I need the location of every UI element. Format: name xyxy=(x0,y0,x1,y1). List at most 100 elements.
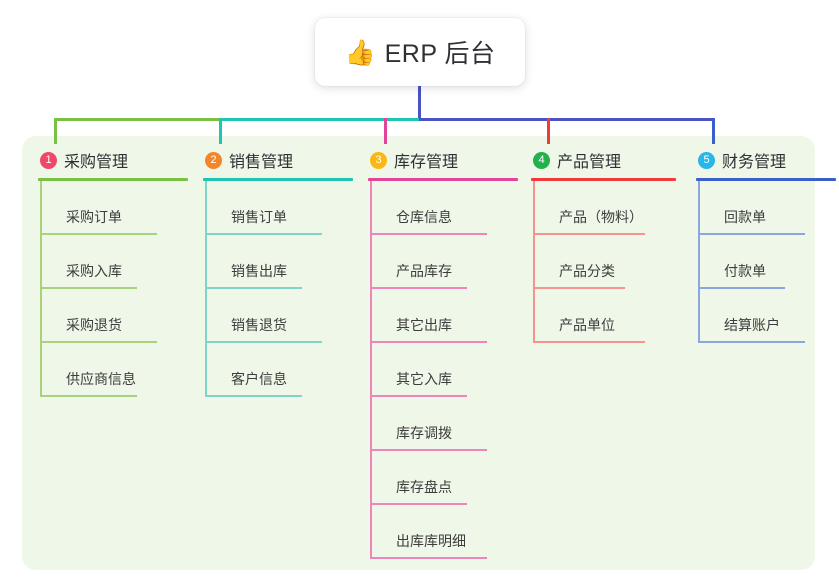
branch-header-5[interactable]: 5 财务管理 xyxy=(696,148,839,172)
branch-column-5: 5 财务管理回款单付款单结算账户 xyxy=(696,148,839,343)
branch-item-label: 其它出库 xyxy=(396,317,452,333)
branch-header-rule xyxy=(368,178,518,181)
branch-item[interactable]: 销售出库 xyxy=(205,235,363,289)
branch-item-rule xyxy=(535,233,645,235)
branch-title: 财务管理 xyxy=(722,154,787,171)
branch-item[interactable]: 客户信息 xyxy=(205,343,363,397)
branch-item-rule xyxy=(535,287,625,289)
branch-item-label: 库存调拨 xyxy=(396,425,452,441)
branch-item-rule xyxy=(535,341,645,343)
branch-item[interactable]: 库存盘点 xyxy=(370,451,528,505)
branch-items-3: 仓库信息产品库存其它出库其它入库库存调拨库存盘点出库库明细 xyxy=(368,181,528,559)
branch-header-1[interactable]: 1 采购管理 xyxy=(38,148,198,172)
root-node-card[interactable]: 👍 ERP 后台 xyxy=(315,18,525,86)
branch-drop-line-4 xyxy=(547,118,550,144)
branch-item[interactable]: 产品单位 xyxy=(533,289,686,343)
branch-items-1: 采购订单采购入库采购退货供应商信息 xyxy=(38,181,198,397)
branch-column-4: 4 产品管理产品（物料） 产品分类产品单位 xyxy=(531,148,686,343)
branch-item-label: 采购订单 xyxy=(66,209,122,225)
branch-drop-line-3 xyxy=(384,118,387,144)
branch-item-label: 付款单 xyxy=(724,263,766,279)
bus-segment-left xyxy=(54,118,219,121)
branch-item-rule xyxy=(207,395,302,397)
branch-header-rule xyxy=(38,178,188,181)
branch-item[interactable]: 其它入库 xyxy=(370,343,528,397)
branch-number-badge: 2 xyxy=(205,151,222,169)
branch-column-3: 3 库存管理仓库信息产品库存其它出库其它入库库存调拨库存盘点出库库明细 xyxy=(368,148,528,559)
branch-item-label: 产品库存 xyxy=(396,263,452,279)
branch-item-label: 采购退货 xyxy=(66,317,122,333)
branch-item-label: 回款单 xyxy=(724,209,766,225)
branch-header-rule xyxy=(203,178,353,181)
branch-item[interactable]: 销售退货 xyxy=(205,289,363,343)
branch-title: 库存管理 xyxy=(394,154,459,171)
branch-item[interactable]: 付款单 xyxy=(698,235,839,289)
branch-header-4[interactable]: 4 产品管理 xyxy=(531,148,686,172)
branch-item-rule xyxy=(42,395,137,397)
branch-item[interactable]: 采购订单 xyxy=(40,181,198,235)
branch-header-3[interactable]: 3 库存管理 xyxy=(368,148,528,172)
branch-spine xyxy=(533,181,535,343)
branch-item-label: 产品单位 xyxy=(559,317,615,333)
branch-spine xyxy=(698,181,700,343)
branch-header-rule xyxy=(531,178,676,181)
root-node-title: ERP 后台 xyxy=(384,40,496,68)
branch-item[interactable]: 销售订单 xyxy=(205,181,363,235)
branch-item[interactable]: 出库库明细 xyxy=(370,505,528,559)
branch-number-badge: 4 xyxy=(533,151,550,169)
branch-item-rule xyxy=(42,287,137,289)
branch-title: 采购管理 xyxy=(64,154,129,171)
branch-item-rule xyxy=(372,557,487,559)
branch-drop-line-1 xyxy=(54,118,57,144)
thumbs-up-icon: 👍 xyxy=(344,37,376,67)
branch-drop-line-5 xyxy=(712,118,715,144)
branch-header-rule xyxy=(696,178,836,181)
branch-item-rule xyxy=(372,287,467,289)
branch-item[interactable]: 产品（物料） xyxy=(533,181,686,235)
branch-item[interactable]: 库存调拨 xyxy=(370,397,528,451)
branch-item[interactable]: 仓库信息 xyxy=(370,181,528,235)
branch-item-rule xyxy=(700,233,805,235)
branch-item-label: 出库库明细 xyxy=(396,533,466,549)
branch-spine xyxy=(40,181,42,397)
branch-item-label: 采购入库 xyxy=(66,263,122,279)
branch-title: 销售管理 xyxy=(229,154,294,171)
branch-item-label: 客户信息 xyxy=(231,371,287,387)
bus-segment-right xyxy=(419,118,715,121)
branch-title: 产品管理 xyxy=(557,154,622,171)
branch-item[interactable]: 采购退货 xyxy=(40,289,198,343)
branch-item-label: 供应商信息 xyxy=(66,371,136,387)
branch-item-rule xyxy=(700,287,785,289)
branch-spine xyxy=(370,181,372,559)
branch-item[interactable]: 产品库存 xyxy=(370,235,528,289)
branch-number-badge: 1 xyxy=(40,151,57,169)
branch-item-label: 销售订单 xyxy=(231,209,287,225)
branch-spine xyxy=(205,181,207,397)
branch-item-label: 仓库信息 xyxy=(396,209,452,225)
branch-header-2[interactable]: 2 销售管理 xyxy=(203,148,363,172)
branch-number-badge: 5 xyxy=(698,151,715,169)
branch-item-label: 产品（物料） xyxy=(559,209,643,225)
branch-column-2: 2 销售管理销售订单销售出库销售退货客户信息 xyxy=(203,148,363,397)
branch-item-label: 结算账户 xyxy=(724,317,780,333)
branch-item-rule xyxy=(700,341,805,343)
branch-item-rule xyxy=(372,449,487,451)
branch-item-label: 其它入库 xyxy=(396,371,452,387)
branch-drop-line-2 xyxy=(219,118,222,144)
branch-items-5: 回款单付款单结算账户 xyxy=(696,181,839,343)
branches-panel xyxy=(22,136,815,570)
branch-items-4: 产品（物料） 产品分类产品单位 xyxy=(531,181,686,343)
branch-item[interactable]: 采购入库 xyxy=(40,235,198,289)
branch-item-label: 销售退货 xyxy=(231,317,287,333)
bus-segment-middle xyxy=(219,118,419,121)
root-trunk-line xyxy=(418,86,421,121)
branch-item-rule xyxy=(42,233,157,235)
branch-item[interactable]: 产品分类 xyxy=(533,235,686,289)
branch-item[interactable]: 回款单 xyxy=(698,181,839,235)
branch-item[interactable]: 供应商信息 xyxy=(40,343,198,397)
branch-item[interactable]: 结算账户 xyxy=(698,289,839,343)
branch-item[interactable]: 其它出库 xyxy=(370,289,528,343)
branch-item-rule xyxy=(207,287,302,289)
branch-item-rule xyxy=(372,341,487,343)
branch-number-badge: 3 xyxy=(370,151,387,169)
